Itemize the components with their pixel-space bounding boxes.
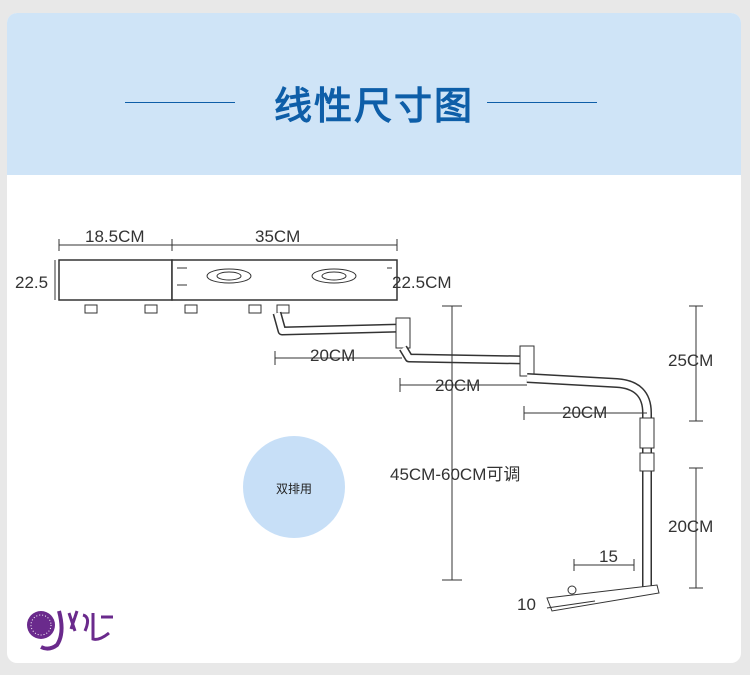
badge-label: 双排用 bbox=[275, 482, 312, 496]
keyboard-tray-left bbox=[58, 259, 173, 301]
dim-tray-right-width: 35CM bbox=[255, 227, 301, 246]
dual-row-badge: 双排用 bbox=[243, 436, 345, 538]
dim-tray-left-width: 18.5CM bbox=[85, 227, 145, 246]
dim-arm-3: 20CM bbox=[562, 403, 608, 422]
dim-arm-1: 20CM bbox=[310, 346, 356, 365]
fan-vent-icon bbox=[311, 268, 357, 284]
dim-height-adjust: 45CM-60CM可调 bbox=[390, 465, 521, 484]
dim-tray-right-height: 22.5CM bbox=[392, 273, 452, 292]
dim-arm-2: 20CM bbox=[435, 376, 481, 395]
keyboard-tray-right bbox=[171, 259, 398, 301]
desk-clamp bbox=[546, 584, 660, 612]
dimension-diagram bbox=[54, 239, 703, 612]
dim-lower-post: 20CM bbox=[668, 517, 714, 536]
dim-clamp-width: 15 bbox=[599, 547, 618, 566]
title-rule-right bbox=[487, 102, 597, 103]
title-rule-left bbox=[125, 102, 235, 103]
fan-vent-icon bbox=[206, 268, 252, 284]
jk-brand-logo-icon bbox=[27, 610, 113, 651]
product-card: 线性尺寸图 bbox=[7, 13, 741, 663]
page-title: 线性尺寸图 bbox=[273, 84, 474, 128]
dim-tray-left-height: 22.5 bbox=[15, 273, 49, 292]
dim-clamp-depth: 10 bbox=[517, 595, 536, 614]
header-banner: 线性尺寸图 bbox=[7, 13, 741, 175]
dim-upper-post: 25CM bbox=[668, 351, 714, 370]
